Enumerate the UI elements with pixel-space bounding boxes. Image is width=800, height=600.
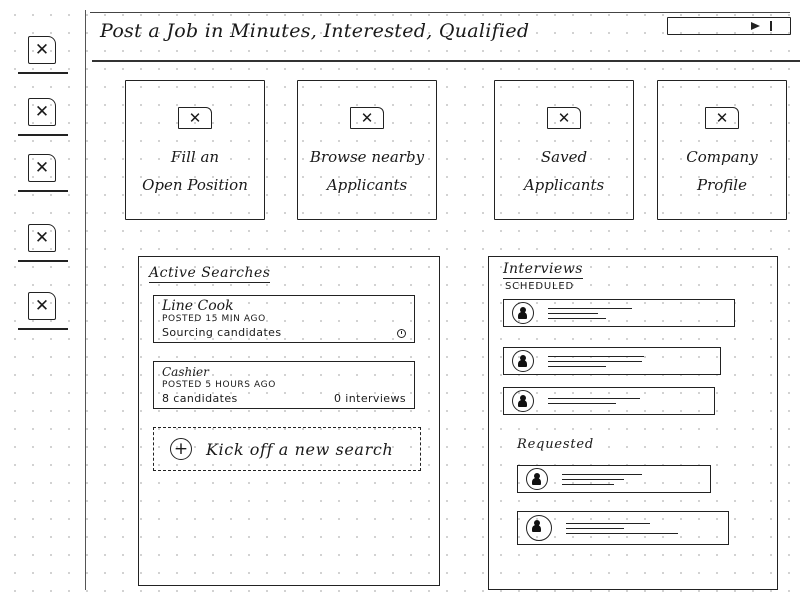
active-searches-title: Active Searches — [149, 265, 271, 283]
sidebar-item-5[interactable]: ✕ — [18, 292, 68, 340]
avatar-icon — [526, 515, 552, 541]
plus-icon: + — [170, 438, 192, 460]
avatar-icon — [526, 468, 548, 490]
tile-company-profile[interactable]: ✕ Company Profile — [657, 80, 787, 220]
placeholder-image-icon: ✕ — [547, 107, 581, 129]
scheduled-label: Scheduled — [505, 281, 574, 292]
scheduled-interview-1[interactable] — [503, 299, 735, 327]
placeholder-image-icon: ✕ — [28, 36, 56, 64]
interviews-panel: Interviews Scheduled Requested — [488, 256, 778, 590]
placeholder-image-icon: ✕ — [28, 98, 56, 126]
active-searches-panel: Active Searches Line Cook Posted 15 min … — [138, 256, 440, 586]
sidebar-item-3[interactable]: ✕ — [18, 154, 68, 202]
header-divider — [92, 60, 800, 62]
search-job-title: Line Cook — [162, 298, 234, 314]
new-search-label: Kick off a new search — [206, 439, 394, 459]
sidebar-divider — [85, 10, 86, 590]
placeholder-image-icon: ✕ — [28, 292, 56, 320]
avatar-icon — [512, 302, 534, 324]
tile-label: Browse nearby Applicants — [309, 148, 425, 194]
search-status: Sourcing candidates — [162, 326, 282, 339]
frame-top-line — [90, 12, 790, 13]
sidebar-item-2[interactable]: ✕ — [18, 98, 68, 146]
sidebar-underline — [18, 328, 68, 330]
search-interviews-count: 0 interviews — [334, 392, 406, 405]
scheduled-interview-2[interactable] — [503, 347, 721, 375]
tile-label: Fill an Open Position — [142, 148, 248, 194]
avatar-icon — [512, 350, 534, 372]
avatar-icon — [512, 390, 534, 412]
requested-interview-1[interactable] — [517, 465, 711, 493]
placeholder-image-icon: ✕ — [705, 107, 739, 129]
placeholder-image-icon: ✕ — [28, 224, 56, 252]
search-posted-time: Posted 5 hours ago — [162, 380, 276, 390]
search-card-cashier[interactable]: Cashier Posted 5 hours ago 8 candidates … — [153, 361, 415, 409]
play-icon[interactable] — [751, 22, 760, 30]
sidebar-underline — [18, 190, 68, 192]
search-candidates-count: 8 candidates — [162, 392, 238, 405]
new-search-button[interactable]: + Kick off a new search — [153, 427, 421, 471]
tile-saved-applicants[interactable]: ✕ Saved Applicants — [494, 80, 634, 220]
requested-interview-2[interactable] — [517, 511, 729, 545]
tile-fill-open-position[interactable]: ✕ Fill an Open Position — [125, 80, 265, 220]
requested-label: Requested — [517, 437, 594, 452]
media-control[interactable] — [667, 17, 791, 35]
tile-label: Company Profile — [686, 148, 758, 194]
placeholder-image-icon: ✕ — [350, 107, 384, 129]
interviews-title: Interviews — [503, 261, 583, 279]
search-card-line-cook[interactable]: Line Cook Posted 15 min ago Sourcing can… — [153, 295, 415, 343]
sidebar-item-1[interactable]: ✕ — [18, 36, 68, 84]
pipe-icon — [770, 21, 772, 31]
search-job-title: Cashier — [162, 365, 209, 379]
placeholder-image-icon: ✕ — [28, 154, 56, 182]
sidebar-item-4[interactable]: ✕ — [18, 224, 68, 272]
clock-icon — [397, 328, 406, 338]
search-posted-time: Posted 15 min ago — [162, 314, 266, 324]
scheduled-interview-3[interactable] — [503, 387, 715, 415]
page-title: Post a Job in Minutes, Interested, Quali… — [100, 20, 530, 42]
sidebar-underline — [18, 260, 68, 262]
sidebar-underline — [18, 72, 68, 74]
tile-browse-nearby-applicants[interactable]: ✕ Browse nearby Applicants — [297, 80, 437, 220]
placeholder-image-icon: ✕ — [178, 107, 212, 129]
tile-label: Saved Applicants — [523, 148, 605, 194]
sidebar-underline — [18, 134, 68, 136]
